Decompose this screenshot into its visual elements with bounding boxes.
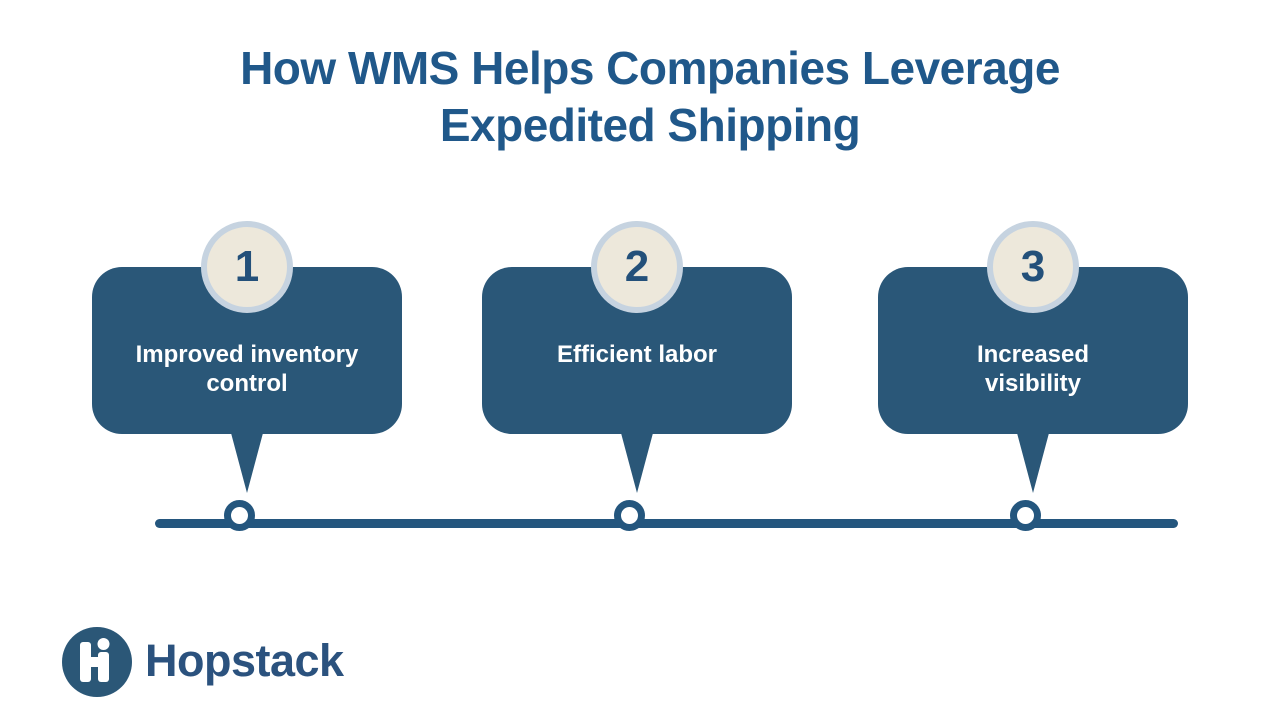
hopstack-monogram-icon [62, 627, 132, 697]
step-pointer-tail-1 [231, 433, 263, 493]
step-number-badge-3: 3 [987, 221, 1079, 313]
hopstack-logo: Hopstack [62, 627, 344, 697]
timeline-node-2 [614, 500, 645, 531]
step-label-1: Improved inventory control [135, 341, 359, 397]
step-pointer-tail-2 [621, 433, 653, 493]
timeline-node-1 [224, 500, 255, 531]
step-card-1: 1 Improved inventory control [92, 221, 402, 493]
step-label-3: Increased visibility [976, 341, 1090, 397]
page-title: How WMS Helps Companies Leverage Expedit… [240, 42, 1060, 151]
step-pointer-tail-3 [1017, 433, 1049, 493]
step-number-2: 2 [624, 242, 650, 291]
step-number-3: 3 [1020, 242, 1046, 291]
step-card-3: 3 Increased visibility [878, 221, 1188, 493]
step-number-badge-1: 1 [201, 221, 293, 313]
hopstack-wordmark: Hopstack [145, 634, 344, 686]
step-number-1: 1 [234, 242, 260, 291]
step-card-2: 2 Efficient labor [482, 221, 792, 493]
step-number-badge-2: 2 [591, 221, 683, 313]
timeline-node-3 [1010, 500, 1041, 531]
timeline-line [155, 519, 1178, 528]
step-label-2: Efficient labor [556, 341, 718, 368]
